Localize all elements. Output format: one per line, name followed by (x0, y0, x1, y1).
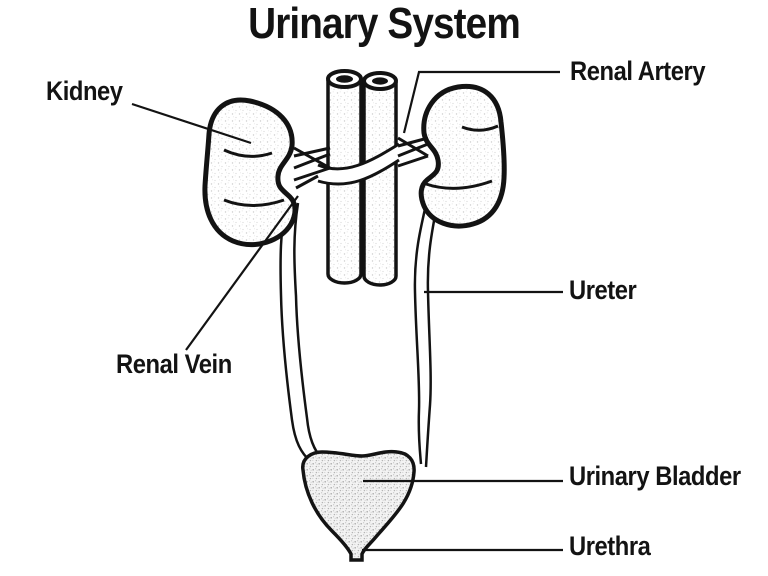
renal-vein-leader-line (185, 195, 299, 351)
renal-vessel-band (317, 142, 400, 186)
page-title: Urinary System (248, 0, 521, 48)
aorta-tube (362, 71, 398, 287)
renal-artery-leader-line (402, 70, 560, 134)
leader-lines (131, 70, 563, 552)
left-hilum-vessels (293, 146, 331, 190)
urinary-bladder-label: Urinary Bladder (569, 461, 741, 491)
right-kidney-shape (418, 83, 507, 229)
renal-vein-label: Renal Vein (116, 349, 232, 379)
renal-artery-label: Renal Artery (570, 56, 706, 86)
left-ureter-line (279, 196, 323, 463)
urethra-label: Urethra (569, 531, 651, 561)
bladder-shape (301, 449, 416, 562)
kidney-leader-line (131, 102, 252, 145)
left-kidney-shape (202, 97, 298, 247)
right-ureter-line (413, 195, 440, 468)
kidney-label: Kidney (46, 76, 123, 106)
ureter-label: Ureter (569, 275, 637, 305)
right-hilum-vessels (397, 136, 429, 168)
